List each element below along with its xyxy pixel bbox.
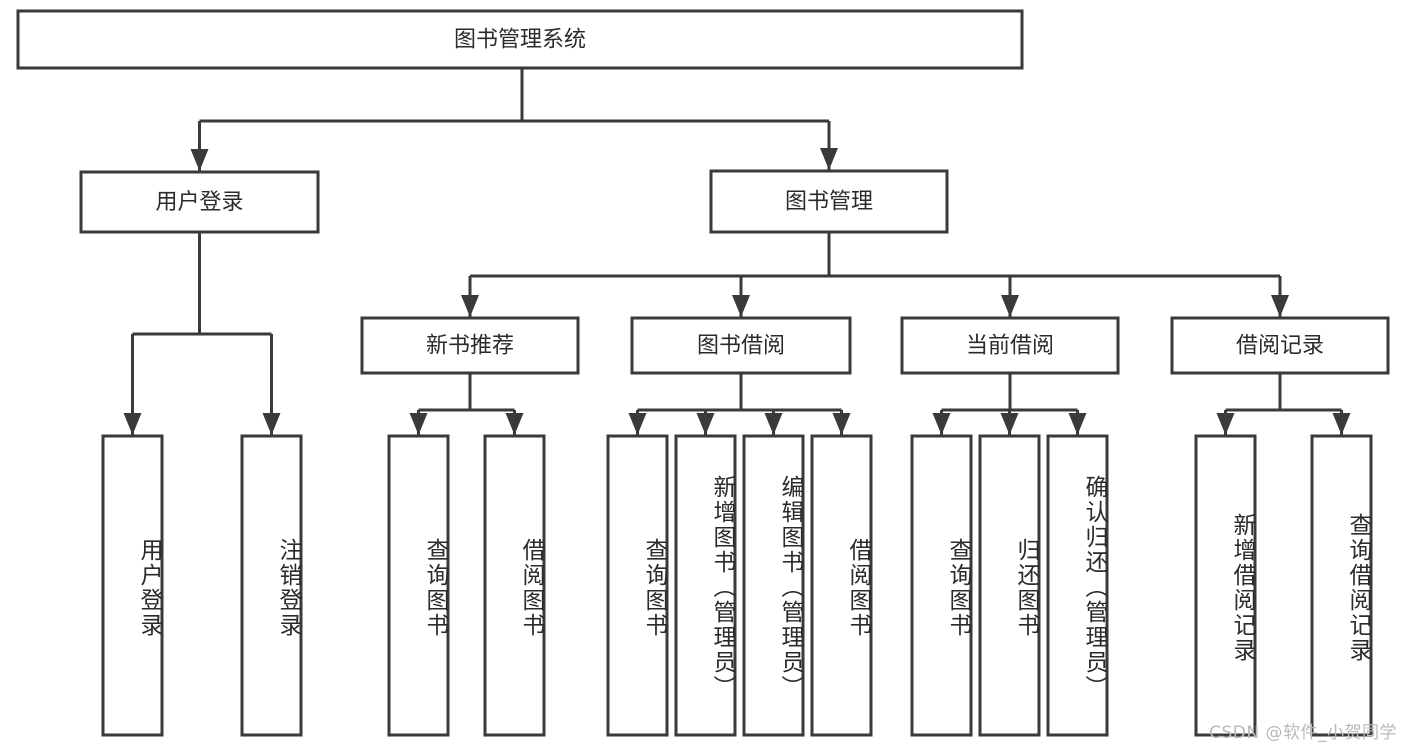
leaf-node-box-9[interactable] <box>978 434 1041 737</box>
root-node-label: 图书管理系统 <box>454 28 586 53</box>
level2-node-box-0[interactable] <box>79 170 320 234</box>
arrow-book-mgmt-to-level3-2 <box>1001 295 1019 317</box>
leaf-node-box-0[interactable] <box>101 434 164 737</box>
arrow-book-mgmt-to-level3-1 <box>732 295 750 317</box>
level2-node-label-0: 用户登录 <box>155 190 243 215</box>
level3-node-box-1[interactable] <box>630 316 852 375</box>
watermark: CSDN @软件_小贺同学 <box>1209 723 1397 743</box>
arrow-new-book-rec-to-leaf-1 <box>505 413 524 435</box>
arrow-book-mgmt-to-level3-0 <box>461 295 479 317</box>
leaf-node-box-5[interactable] <box>674 434 737 737</box>
leaf-node-box-10[interactable] <box>1046 434 1109 737</box>
root-node-box[interactable] <box>16 9 1024 70</box>
level2-node-label-1: 图书管理 <box>785 190 873 215</box>
level3-node-label-1: 图书借阅 <box>697 334 785 359</box>
level3-node-label-3: 借阅记录 <box>1236 334 1324 359</box>
arrow-borrow-record-to-leaf-1 <box>1332 413 1351 435</box>
leaf-node-box-4[interactable] <box>606 434 669 737</box>
level3-node-box-0[interactable] <box>360 316 580 375</box>
leaf-node-box-2[interactable] <box>387 434 450 737</box>
arrow-borrow-record-to-leaf-0 <box>1216 413 1235 435</box>
arrow-user-login-to-leaf-0 <box>123 413 142 435</box>
arrow-current-borrow-to-leaf-2 <box>1068 413 1087 435</box>
leaf-node-box-11[interactable] <box>1194 434 1257 737</box>
leaf-node-box-7[interactable] <box>810 434 873 737</box>
level3-node-box-2[interactable] <box>900 316 1120 375</box>
level2-node-box-1[interactable] <box>709 169 949 234</box>
arrow-book-borrow-to-leaf-3 <box>832 413 851 435</box>
leaf-node-box-12[interactable] <box>1310 434 1373 737</box>
arrow-root-to-level2-1 <box>820 148 838 170</box>
leaf-node-box-3[interactable] <box>483 434 546 737</box>
leaf-node-box-8[interactable] <box>910 434 973 737</box>
arrow-root-to-level2-0 <box>190 149 209 171</box>
arrow-book-mgmt-to-level3-3 <box>1271 295 1289 317</box>
leaf-node-box-1[interactable] <box>240 434 303 737</box>
arrow-current-borrow-to-leaf-0 <box>932 413 951 435</box>
arrow-book-borrow-to-leaf-0 <box>628 413 647 435</box>
leaf-node-box-6[interactable] <box>742 434 805 737</box>
arrow-book-borrow-to-leaf-1 <box>696 413 715 435</box>
arrow-new-book-rec-to-leaf-0 <box>409 413 428 435</box>
arrow-current-borrow-to-leaf-1 <box>1000 413 1019 435</box>
arrow-user-login-to-leaf-1 <box>262 413 281 435</box>
connector-layer <box>123 68 1351 435</box>
box-layer <box>16 9 1390 737</box>
arrow-book-borrow-to-leaf-2 <box>764 413 783 435</box>
level3-node-box-3[interactable] <box>1170 316 1390 375</box>
level3-node-label-0: 新书推荐 <box>426 334 514 359</box>
level3-node-label-2: 当前借阅 <box>966 334 1054 359</box>
